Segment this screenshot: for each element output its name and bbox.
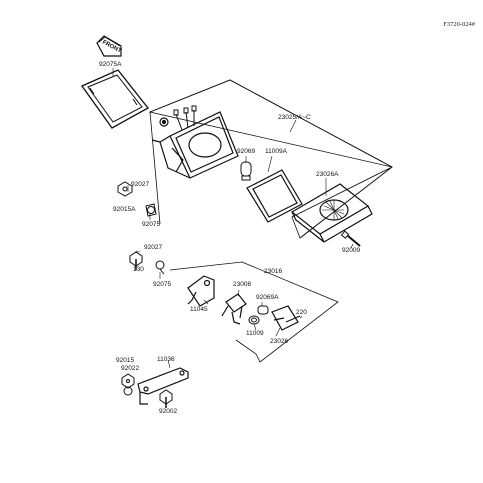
label-92002: 92002 bbox=[159, 408, 178, 415]
bulb-92069 bbox=[241, 162, 251, 180]
bracket-11045 bbox=[188, 276, 214, 306]
tail-lamp-housing bbox=[152, 112, 238, 178]
label-11009: 11009 bbox=[246, 330, 264, 337]
screw-220 bbox=[286, 316, 300, 322]
gasket-92075A bbox=[82, 70, 148, 128]
label-92069A: 92069A bbox=[256, 294, 279, 301]
label-92027-mid: 92027 bbox=[144, 244, 163, 251]
socket-23008 bbox=[222, 294, 246, 324]
label-92075A: 92075A bbox=[99, 61, 122, 68]
assembly-box-23016 bbox=[170, 262, 338, 362]
bracket-11036 bbox=[138, 368, 188, 404]
label-92075-top: 92075 bbox=[142, 221, 161, 228]
gasket-11009 bbox=[249, 316, 259, 324]
label-92015A: 92015A bbox=[113, 206, 136, 213]
label-92015: 92015 bbox=[116, 357, 135, 364]
hardware-upper bbox=[118, 182, 156, 216]
label-11036: 11036 bbox=[157, 356, 175, 363]
label-23025: 23025/A~C bbox=[278, 114, 311, 121]
label-11009A: 11009A bbox=[265, 148, 287, 155]
label-92069-top: 92069 bbox=[237, 148, 256, 155]
label-23026: 23026 bbox=[270, 338, 289, 345]
drawing-ref-code: F3720-024# bbox=[443, 21, 475, 28]
bolt-92002 bbox=[160, 390, 172, 408]
label-92022: 92022 bbox=[121, 365, 140, 372]
label-23026A: 23026A bbox=[316, 171, 339, 178]
wire-leads bbox=[174, 106, 196, 130]
leader-lines-lower bbox=[136, 251, 302, 368]
screw-92009 bbox=[342, 231, 360, 246]
label-11045: 11045 bbox=[190, 306, 208, 313]
lens-gasket-11009A bbox=[247, 170, 302, 222]
label-23016: 23016 bbox=[264, 268, 283, 275]
lens-23026A bbox=[292, 184, 372, 242]
label-92075-mid: 92075 bbox=[153, 281, 172, 288]
label-23008: 23008 bbox=[233, 281, 252, 288]
label-130: 130 bbox=[133, 266, 144, 273]
hardware-92015-92022 bbox=[122, 374, 134, 395]
label-92009: 92009 bbox=[342, 247, 361, 254]
front-arrow-icon bbox=[97, 36, 121, 56]
label-220: 220 bbox=[296, 309, 307, 316]
bulb-92069A bbox=[258, 306, 268, 314]
label-92027-top: 92027 bbox=[131, 181, 150, 188]
lens-23026 bbox=[272, 306, 298, 330]
hardware-lower bbox=[130, 252, 164, 274]
